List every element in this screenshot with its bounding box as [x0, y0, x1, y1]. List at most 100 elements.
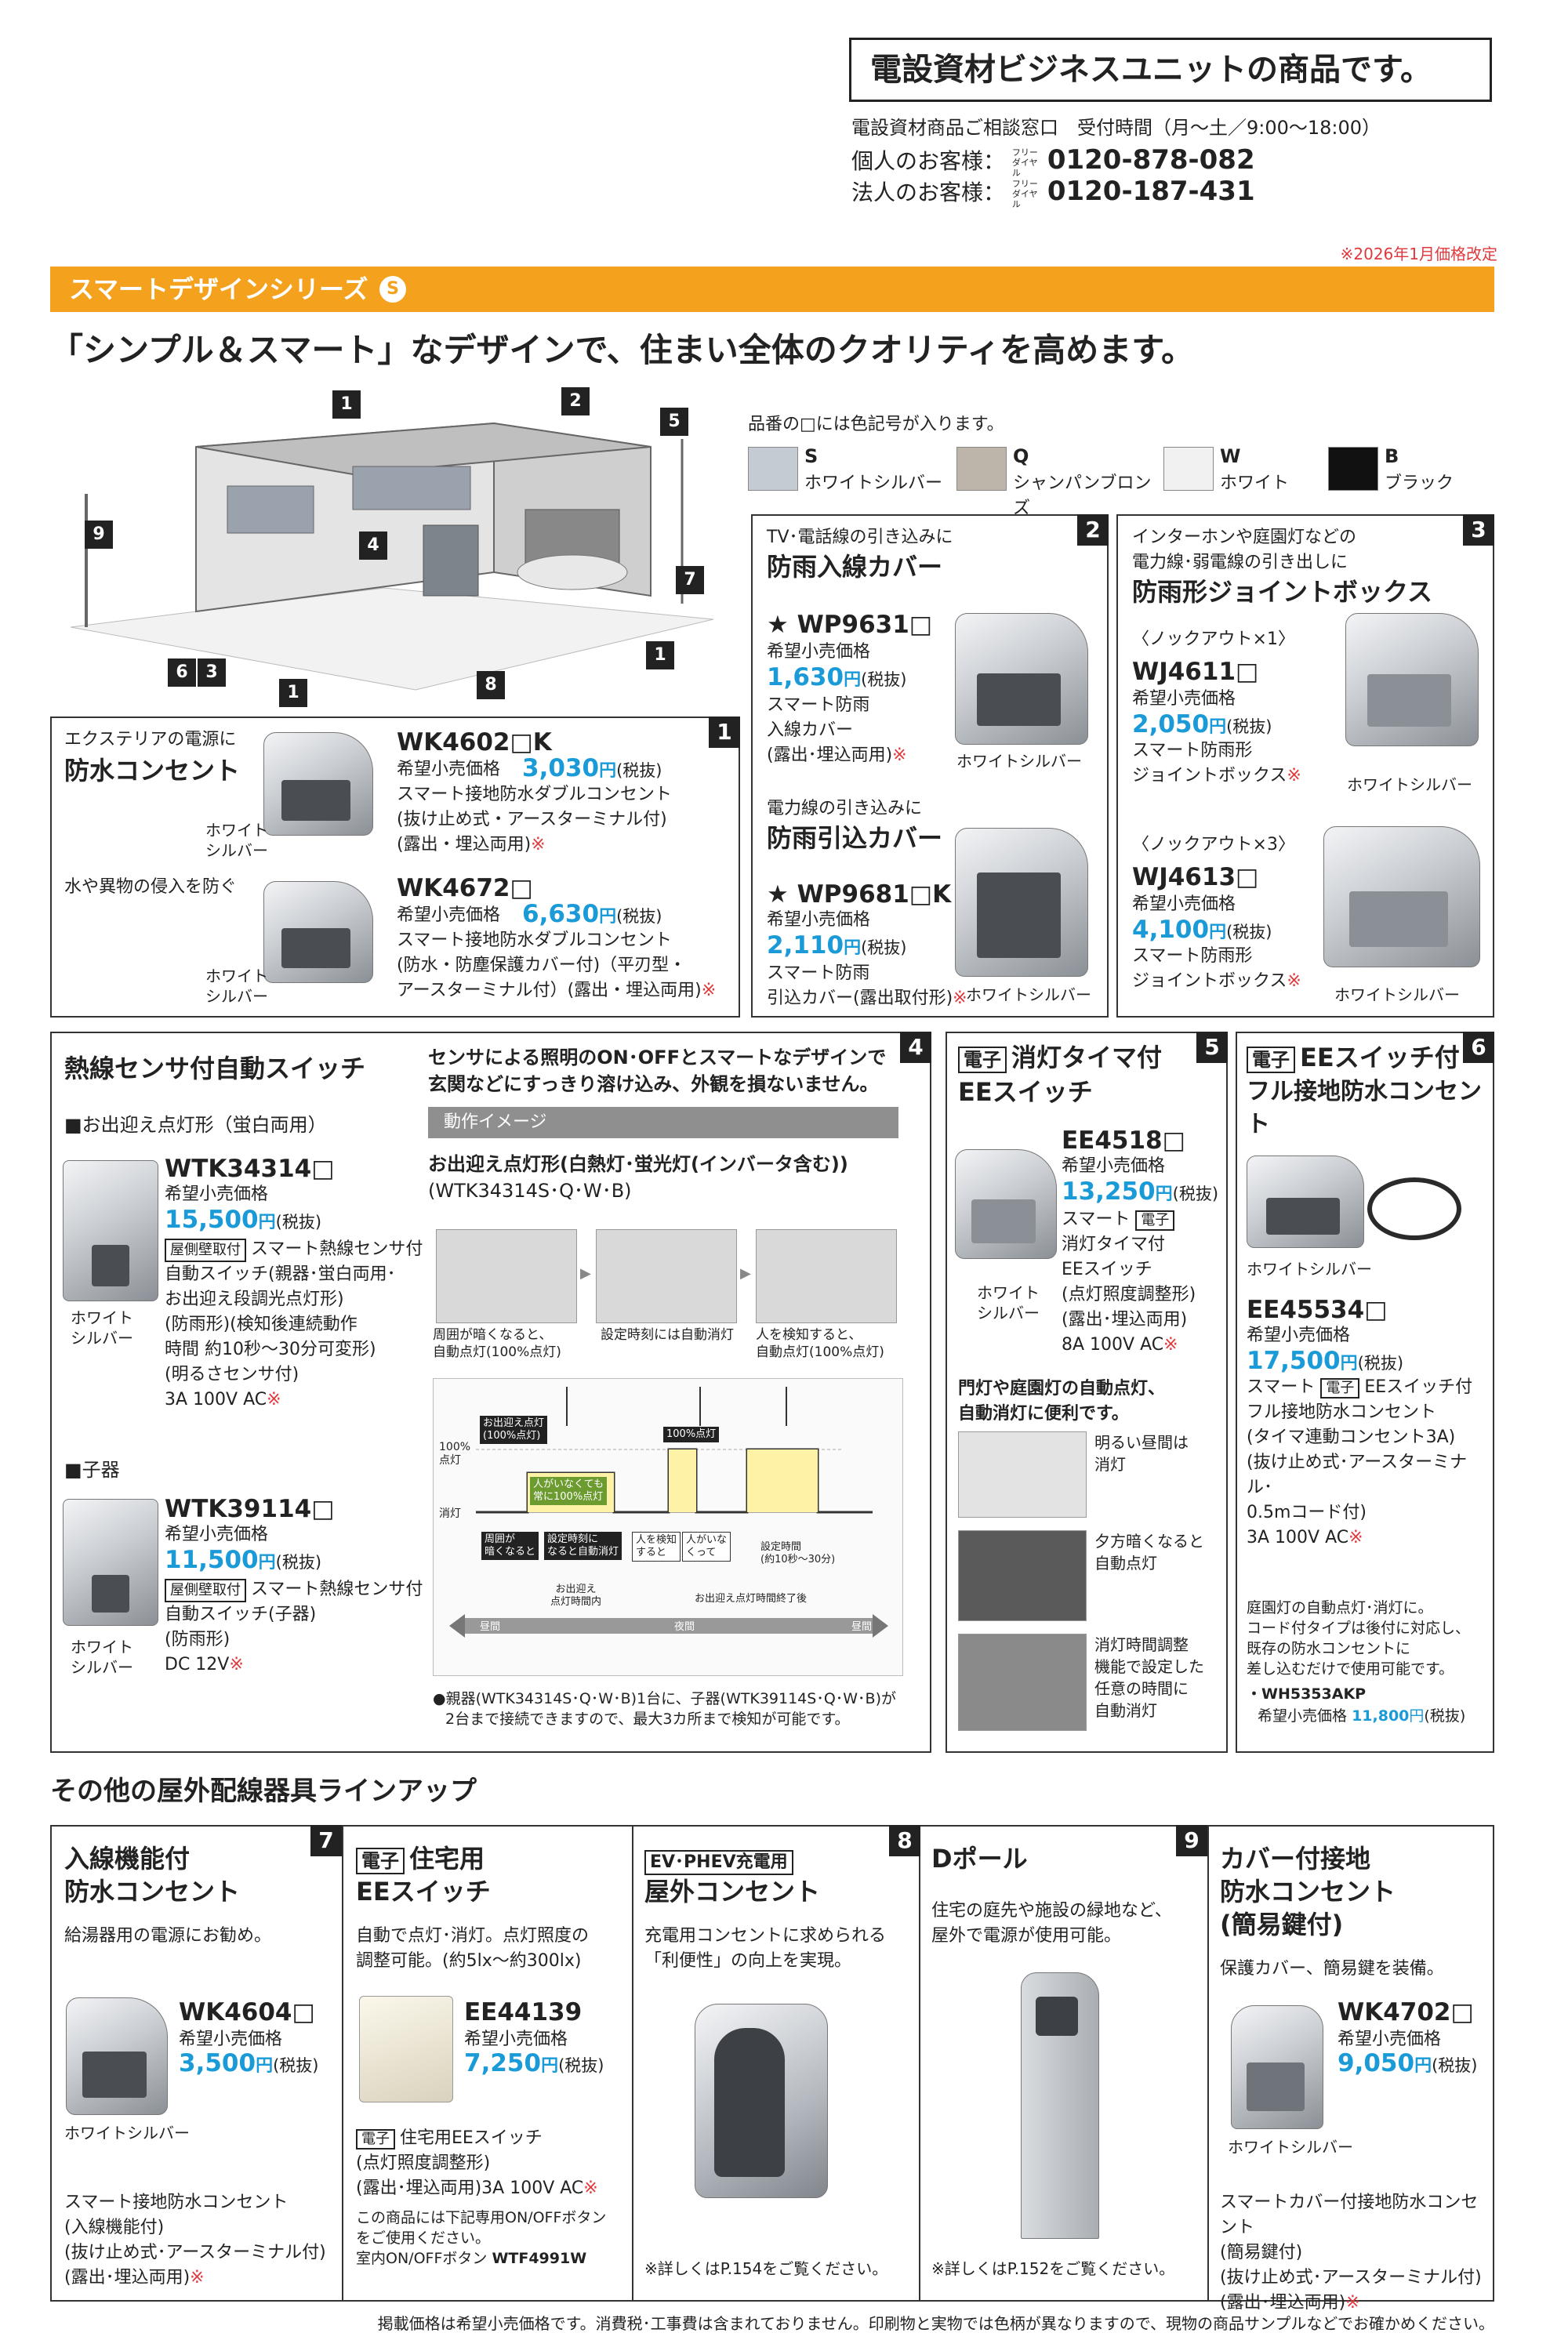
step-line: 自動消灯 [1094, 1701, 1157, 1720]
house-marker: 7 [676, 566, 704, 594]
option-price-tax: (税抜) [1424, 1707, 1466, 1725]
card-title: 電子住宅用 EEスイッチ [356, 1842, 491, 1908]
product-desc: スマート防雨 入線カバー (露出･埋込両用)※ [767, 693, 907, 768]
house-marker: 6 [168, 658, 196, 687]
product-image-wk4672 [263, 881, 373, 983]
product-color: ホワイト シルバー [205, 967, 268, 1006]
product-image-wk4602 [263, 732, 373, 836]
product-code: WJ4611□ [1132, 658, 1259, 686]
product-code: ★ WP9681□K [767, 880, 952, 909]
mount-tag: 屋側壁取付 [165, 1579, 246, 1602]
freedial-icon: フリーダイヤル [1011, 147, 1038, 178]
header-hours: 電設資材商品ご相談窓口 受付時間（月〜土／9:00〜18:00） [851, 117, 1381, 139]
section-intro: エクステリアの電源に [64, 730, 237, 749]
price-yen: 円 [599, 907, 617, 927]
product-color: ホワイトシルバー [1334, 985, 1460, 1004]
electronic-tag: 電子 [356, 1848, 405, 1874]
diagram-title-line: お出迎え点灯形(白熱灯･蛍光灯(インバータ含む)) [428, 1153, 848, 1175]
note-mark: ※ [953, 989, 967, 1008]
electronic-tag: 電子 [1135, 1210, 1175, 1231]
title-line: 防水コンセント [64, 1877, 241, 1906]
product-code: EE45534□ [1247, 1296, 1388, 1324]
section-title: 電子消灯タイマ付 [958, 1041, 1162, 1074]
diagram-title-line: (WTK34314S･Q･W･B) [428, 1180, 632, 1202]
section-number: 4 [900, 1032, 931, 1063]
product-image-ee44139 [359, 1996, 453, 2102]
price-yen: 円 [844, 670, 862, 690]
timeline-day-left: 昼間 [480, 1621, 501, 1633]
product-color: ホワイトシルバー [956, 752, 1082, 771]
scene-caption: 人を検知すると、 自動点灯(100%点灯) [756, 1326, 884, 1361]
product-code: EE4518□ [1062, 1126, 1185, 1155]
desc-line: (露出･埋込両用)3A 100V AC※ [356, 2179, 598, 2198]
product-color: ホワイトシルバー [966, 985, 1091, 1004]
price-value: 2,050 [1132, 710, 1210, 738]
footer-note: 掲載価格は希望小売価格です。消費税･工事費は含まれておりません。印刷物と実物では… [377, 2314, 1494, 2333]
lead-line: 屋外で電源が使用可能。 [931, 1926, 1122, 1946]
desc-line: スマート熱線センサ付 [251, 1580, 423, 1599]
price-tax: (税抜) [275, 1213, 322, 1232]
desc-line: DC 12V※ [165, 1655, 244, 1674]
price-label: 希望小売価格 [1132, 689, 1236, 709]
header-title-box: 電設資材ビジネスユニットの商品です。 [849, 38, 1492, 102]
note-code: WTF4991W [492, 2250, 587, 2267]
price: 4,100円(税抜) [1132, 916, 1272, 947]
price: 3,030円(税抜) [522, 754, 662, 785]
section-number: 8 [889, 1825, 920, 1856]
desc-line: スマート接地防水コンセント [64, 2193, 289, 2212]
desc-line: (点灯照度調整形) [1062, 1285, 1196, 1304]
timeline-box: 人がいなくても 常に100%点灯 [530, 1477, 607, 1505]
section-1-waterproof-outlet: 1 エクステリアの電源に 防水コンセント ホワイト シルバー WK4602□K … [50, 717, 740, 1018]
lead-line: センサによる照明のON･OFFとスマートなデザインで [428, 1047, 887, 1068]
title-line: EEスイッチ付 [1300, 1043, 1460, 1072]
desc-line: スマート防雨 [767, 963, 870, 983]
section-title: 防雨形ジョイントボックス [1132, 577, 1433, 607]
price-label: 希望小売価格 [179, 2030, 283, 2049]
product-color: ホワイト シルバー [71, 1638, 133, 1677]
desc-line: (抜け止め式･アースターミナル付) [64, 2243, 326, 2262]
section-number: 9 [1176, 1825, 1207, 1856]
title-line: 防水コンセント [1220, 1877, 1396, 1906]
note-mark: ※ [267, 1390, 281, 1409]
price-label: 希望小売価格 [1132, 894, 1236, 914]
product-image-wp9681 [955, 828, 1088, 977]
price-tax: (税抜) [861, 670, 907, 689]
price-value: 15,500 [165, 1206, 259, 1234]
column-divider [342, 1827, 343, 2300]
desc-line: スマート [1062, 1210, 1131, 1229]
section-lead: 門灯や庭園灯の自動点灯、 自動消灯に便利です。 [958, 1377, 1165, 1427]
price-yen: 円 [256, 2056, 274, 2076]
note-mark: ※ [1287, 766, 1301, 785]
price-label: 希望小売価格 [767, 642, 871, 662]
card-title: EV･PHEV充電用 屋外コンセント [644, 1842, 820, 1908]
scene-caption: 設定時刻には自動消灯 [601, 1326, 734, 1344]
option-price-yen: 円 [1409, 1707, 1425, 1725]
color-chip-s: S ホワイトシルバー [748, 445, 944, 493]
price-tax: (税抜) [275, 1553, 322, 1572]
series-logo-icon: S [379, 276, 406, 303]
house-marker: 1 [332, 390, 361, 419]
product-desc: スマート 電子 消灯タイマ付 EEスイッチ (点灯照度調整形) (露出･埋込両用… [1062, 1207, 1196, 1358]
price: 2,110円(税抜) [767, 931, 906, 963]
product-image-wj4611 [1345, 613, 1479, 746]
section-title: フル接地防水コンセント [1247, 1078, 1482, 1138]
section-number: 2 [1077, 514, 1109, 546]
price-value: 9,050 [1338, 2049, 1415, 2077]
section-intro: TV･電話線の引き込みに [767, 528, 953, 547]
desc-line: (抜け止め式･アースターミナル･ [1247, 1453, 1468, 1497]
price-value: 4,100 [1132, 916, 1210, 944]
series-banner-label: スマートデザインシリーズ [69, 274, 368, 304]
section-title: EEスイッチ [958, 1077, 1093, 1107]
caption-line: 自動点灯(100%点灯) [756, 1344, 884, 1360]
color-swatch [1163, 447, 1214, 491]
desc-line: (露出･埋込両用)※ [1220, 2293, 1360, 2313]
desc-line: (防水・防塵保護カバー付)（平刃型・ [397, 956, 687, 975]
lead-line: 調整可能。(約5lx〜約300lx) [356, 1951, 582, 1971]
note-line: コード付タイプは後付に対応し、 [1247, 1620, 1471, 1637]
color-code: S [804, 445, 818, 467]
house-marker: 5 [660, 408, 688, 436]
section-note: 庭園灯の自動点灯･消灯に。 コード付タイプは後付に対応し、 既存の防水コンセント… [1247, 1598, 1470, 1679]
column-divider [1207, 1827, 1209, 2300]
house-marker: 4 [359, 531, 387, 560]
lead-line: 玄関などにすっきり溶け込み、外観を損ないません。 [428, 1073, 879, 1095]
